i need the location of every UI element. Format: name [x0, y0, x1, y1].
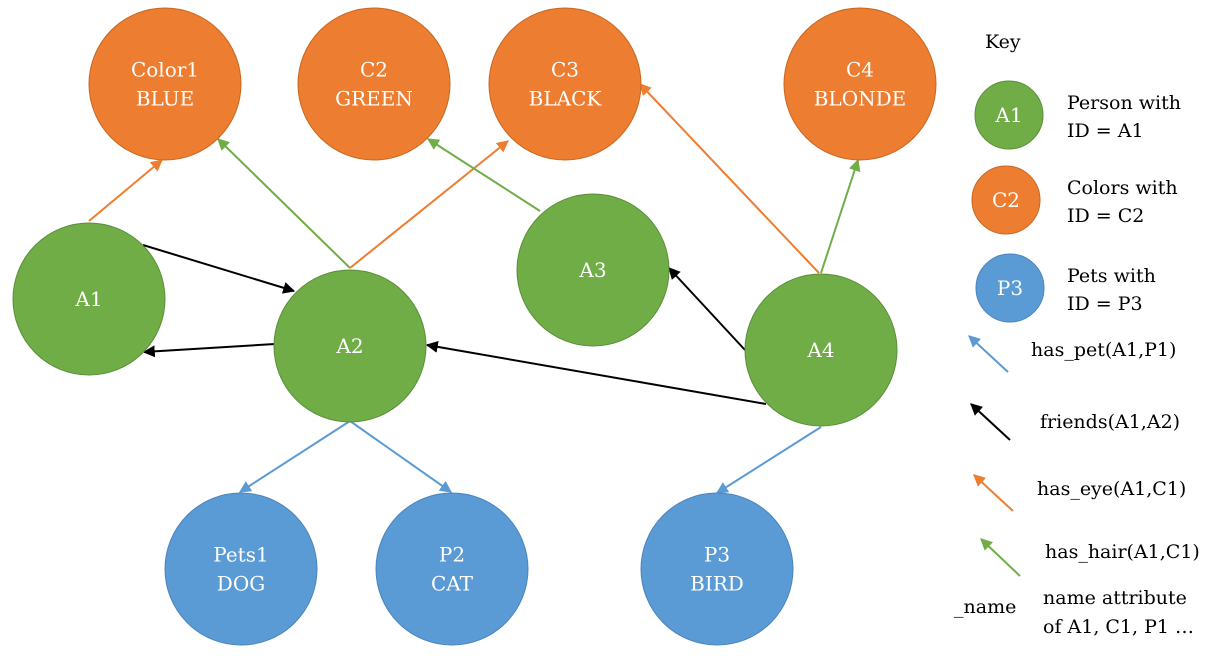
key-node-label: A1 — [994, 103, 1022, 127]
key-node-description: Pets with — [1067, 265, 1156, 287]
edge-friends-a1-a2 — [142, 244, 296, 294]
person-node-circle — [744, 273, 898, 427]
node-id-label: A1 — [74, 287, 102, 311]
edge-friends-a4-a3 — [668, 267, 746, 351]
node-name-label: BLUE — [136, 87, 194, 111]
key-color-circle — [971, 165, 1041, 235]
edge-has_pet-a2-pets1 — [238, 420, 351, 493]
key-edge-label: friends(A1,A2) — [1040, 411, 1180, 433]
edge-has_hair-a3-c2 — [426, 138, 541, 212]
color-node-circle — [88, 7, 242, 161]
node-id-label: A2 — [335, 334, 363, 358]
key-legend: Key A1 Person with ID = A1 C2 Colors with ID … — [954, 31, 1200, 638]
key-name-description: name attribute — [1043, 587, 1187, 609]
person-node-circle — [273, 269, 427, 423]
node-name-label: GREEN — [335, 87, 413, 111]
pet-node-circle — [640, 492, 794, 646]
node-id-label: Pets1 — [213, 543, 268, 567]
edge-has_eye-a1-color1 — [88, 159, 163, 222]
pet-node-circle — [164, 492, 318, 646]
node-a2: A2 — [273, 269, 427, 423]
key-node-color: C2 Colors with ID = C2 — [971, 165, 1178, 235]
edge-has_hair-a2-color1 — [217, 138, 351, 269]
key-edge-has_hair: has_hair(A1,C1) — [980, 538, 1200, 577]
key-person-circle — [974, 80, 1044, 150]
key-node-description: Colors with — [1067, 177, 1178, 199]
key-node-description: Person with — [1067, 92, 1181, 114]
node-a3: A3 — [516, 193, 670, 347]
person-node-circle — [516, 193, 670, 347]
nodes-layer: Color1BLUEC2GREENC3BLACKC4BLONDEA1A2A3A4… — [12, 7, 937, 646]
node-a4: A4 — [744, 273, 898, 427]
key-name-description: of A1, C1, P1 … — [1043, 616, 1194, 638]
person-node-circle — [12, 222, 166, 376]
color-node-circle — [297, 7, 451, 161]
key-edge-label: has_eye(A1,C1) — [1037, 478, 1186, 500]
key-edge-label: has_hair(A1,C1) — [1045, 541, 1200, 563]
key-node-description: ID = P3 — [1067, 293, 1143, 315]
node-id-label: C3 — [551, 58, 579, 82]
node-id-label: A3 — [578, 258, 606, 282]
color-node-circle — [488, 7, 642, 161]
key-node-person: A1 Person with ID = A1 — [974, 80, 1181, 150]
pet-node-circle — [375, 492, 529, 646]
key-node-label: P3 — [997, 276, 1023, 300]
edge-friends-a2-a1 — [142, 343, 276, 358]
edge-friends-a4-a2 — [425, 340, 767, 405]
node-id-label: Color1 — [131, 58, 199, 82]
key-has_pet-arrow — [968, 335, 1009, 373]
key-node-label: C2 — [992, 188, 1020, 212]
key-edge-label: has_pet(A1,P1) — [1031, 339, 1176, 361]
edge-has_hair-a4-c4 — [820, 158, 861, 274]
node-id-label: P2 — [439, 543, 465, 567]
node-name-label: CAT — [431, 572, 474, 596]
key-title: Key — [985, 31, 1021, 53]
node-id-label: C4 — [846, 58, 874, 82]
edge-has_pet-a2-p2 — [349, 420, 452, 493]
node-name-label: BLONDE — [814, 87, 907, 111]
key-pet-circle — [975, 253, 1045, 323]
color-node-circle — [783, 7, 937, 161]
key-edge-friends: friends(A1,A2) — [970, 403, 1180, 441]
edges-layer — [88, 83, 861, 494]
key-edge-has_pet: has_pet(A1,P1) — [968, 335, 1176, 373]
key-friends-arrow — [970, 403, 1011, 441]
node-name-label: DOG — [217, 572, 265, 596]
key-node-pet: P3 Pets with ID = P3 — [975, 253, 1156, 323]
edge-has_eye-a4-c3 — [639, 83, 820, 274]
node-name-label: BLACK — [529, 87, 603, 111]
edge-has_eye-a2-c3 — [349, 140, 509, 269]
key-node-description: ID = A1 — [1067, 120, 1144, 142]
key-has_hair-arrow — [980, 538, 1021, 577]
node-id-label: A4 — [806, 338, 834, 362]
edge-has_pet-a4-p3 — [715, 426, 822, 494]
key-edge-has_eye: has_eye(A1,C1) — [973, 474, 1186, 512]
node-id-label: C2 — [360, 58, 388, 82]
key-node-description: ID = C2 — [1067, 205, 1144, 227]
node-a1: A1 — [12, 222, 166, 376]
node-name-label: BIRD — [690, 572, 744, 596]
key-name-symbol: _name — [954, 596, 1016, 618]
node-id-label: P3 — [704, 543, 730, 567]
key-has_eye-arrow — [973, 474, 1014, 512]
